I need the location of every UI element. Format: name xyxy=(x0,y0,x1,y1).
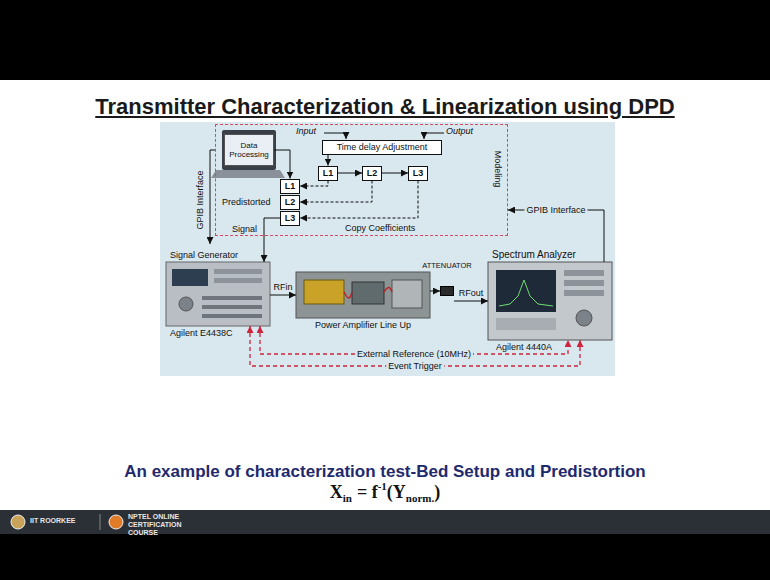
attenuator: ATTENUATOR xyxy=(440,286,454,296)
signal-name: Predistorted xyxy=(222,197,271,207)
formula: Xin = f-1(Ynorm.) xyxy=(0,482,770,503)
formula-symbol: X xyxy=(330,482,343,503)
process-box: Time delay Adjustment xyxy=(322,140,442,155)
analyzer-keys xyxy=(564,270,604,276)
formula-superscript: -1 xyxy=(378,480,387,493)
formula-subscript: in xyxy=(343,492,352,505)
footer-text: NPTEL ONLINE CERTIFICATION COURSE xyxy=(128,513,208,537)
laptop-screen: Data Processing xyxy=(224,134,274,166)
node-label: Data Processing xyxy=(225,141,273,159)
signal-name: Output xyxy=(446,126,473,136)
slide-title: Transmitter Characterization & Lineariza… xyxy=(0,94,770,119)
amplifier-module xyxy=(352,282,384,304)
nptel-logo xyxy=(109,515,123,529)
connector-label: GPIB Interface xyxy=(524,205,587,215)
amplifier-cable xyxy=(344,288,392,299)
analyzer-screen xyxy=(496,270,556,312)
predistorter-block: L3 xyxy=(280,211,300,226)
generator-display xyxy=(172,269,208,286)
signal-connector xyxy=(382,173,408,174)
signal-connector xyxy=(274,150,290,179)
signal-connector xyxy=(264,218,280,262)
amplifier-board xyxy=(304,280,344,304)
top-band xyxy=(0,0,770,80)
signal-name: Signal xyxy=(232,224,257,234)
modeling-region: Data ProcessingTime delay AdjustmentL1L2… xyxy=(215,124,508,236)
footer-divider xyxy=(100,514,101,530)
laptop-base xyxy=(211,170,285,178)
figure-caption: An example of characterization test-Bed … xyxy=(0,462,770,482)
analyzer-knob xyxy=(576,310,592,326)
signal-connector xyxy=(300,181,328,187)
output-leader xyxy=(424,133,444,139)
formula-subscript: norm. xyxy=(406,492,434,505)
spectrum-analyzer: Spectrum AnalyzerAgilent 4440A xyxy=(488,262,612,340)
connector-label: External Reference (10MHz) xyxy=(355,349,473,359)
formula-symbol: = f xyxy=(357,482,378,503)
model-block: L3 xyxy=(408,166,428,181)
signal-connector xyxy=(328,155,329,166)
generator-keys xyxy=(214,269,262,274)
generator-keys xyxy=(202,314,262,318)
model-block: L1 xyxy=(318,166,338,181)
heat-sink xyxy=(392,280,422,308)
generator-keys xyxy=(202,305,262,309)
node-label: L3 xyxy=(285,213,296,223)
power-amplifier: Power Amplifier Line Up xyxy=(296,272,430,318)
signal-name: Input xyxy=(296,126,316,136)
node-label: Modeling xyxy=(493,151,503,188)
formula-symbol: ) xyxy=(434,482,440,503)
slide-ground xyxy=(0,80,770,510)
laptop-bezel xyxy=(222,130,276,170)
footer-bar xyxy=(0,510,770,534)
signal-connector xyxy=(430,291,440,292)
signal-generator-picture xyxy=(166,262,270,326)
device-label: Signal Generator xyxy=(170,250,238,260)
connector-label: RFout xyxy=(457,288,486,298)
signal-generator: Signal GeneratorAgilent E4438C xyxy=(166,262,270,326)
signal-connector xyxy=(454,301,488,302)
device-label: ATTENUATOR xyxy=(422,262,472,271)
note: Copy Coefficients xyxy=(345,223,415,233)
signal-connector xyxy=(300,181,418,219)
node-label: L1 xyxy=(323,168,334,178)
analyzer-panel xyxy=(496,318,556,330)
node-label: L3 xyxy=(413,168,424,178)
amplifier-picture xyxy=(296,272,430,318)
bottom-band xyxy=(0,534,770,580)
signal-connector xyxy=(270,295,296,296)
signal-connector xyxy=(338,173,362,174)
formula-symbol: (Y xyxy=(387,482,406,503)
predistorter-block: L2 xyxy=(280,195,300,210)
node-label: L1 xyxy=(285,181,296,191)
generator-keys xyxy=(202,296,262,300)
node-label: L2 xyxy=(367,168,378,178)
generator-keys xyxy=(214,278,262,283)
model-block: L2 xyxy=(362,166,382,181)
device-label: Agilent 4440A xyxy=(496,342,552,352)
figure-panel xyxy=(160,122,615,376)
predistorter-block: L1 xyxy=(280,179,300,194)
spectrum-trace xyxy=(499,280,553,306)
analyzer-keys xyxy=(564,290,604,296)
institute-logo xyxy=(11,515,25,529)
input-leader xyxy=(324,133,346,139)
device-label: Spectrum Analyzer xyxy=(492,249,576,261)
generator-knob xyxy=(179,297,193,311)
device-label: Power Amplifier Line Up xyxy=(315,320,411,330)
connector-label: RFin xyxy=(271,282,294,292)
interface-name: GPIB Interface xyxy=(195,170,205,229)
footer-text: IIT ROORKEE xyxy=(30,517,76,525)
spectrum-analyzer-picture xyxy=(488,262,612,340)
signal-connector xyxy=(300,181,372,203)
node-label: L2 xyxy=(285,197,296,207)
analyzer-keys xyxy=(564,280,604,286)
connector-label: Event Trigger xyxy=(386,361,444,371)
node-label: Time delay Adjustment xyxy=(337,142,428,152)
device-label: Agilent E4438C xyxy=(170,328,233,338)
